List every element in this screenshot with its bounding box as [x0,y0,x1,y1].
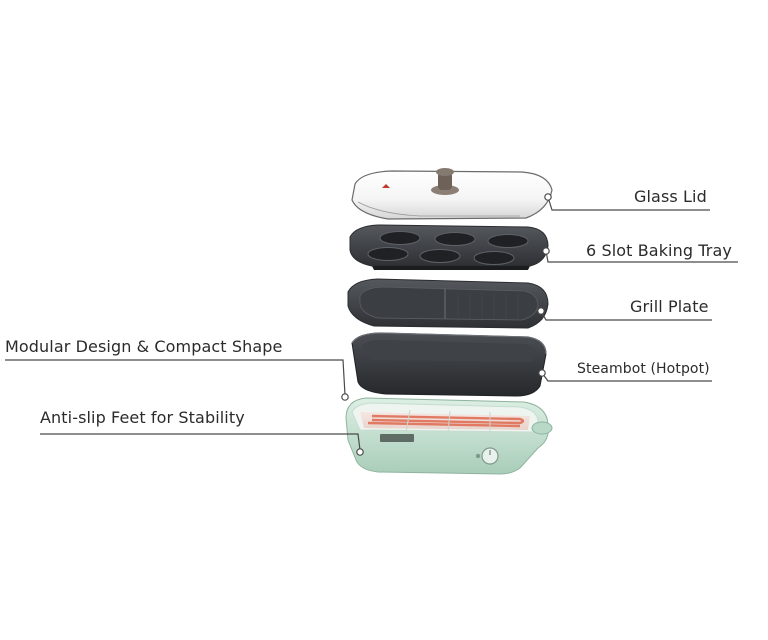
baking-tray [349,224,549,270]
glass-lid [351,168,553,220]
callout-glass-lid: Glass Lid [634,187,707,206]
brand-plate [380,434,414,442]
callout-modular-design: Modular Design & Compact Shape [5,337,283,356]
base-unit [345,397,553,475]
callout-grill-plate: Grill Plate [630,297,709,316]
lid-handle [438,172,452,190]
brand-mark-icon [382,184,390,188]
grill-plate [347,278,549,329]
callout-dots [341,193,552,456]
callout-anti-slip-feet: Anti-slip Feet for Stability [40,408,245,427]
callout-baking-tray: 6 Slot Baking Tray [586,241,732,260]
heating-element [367,414,525,428]
steambot-pot [351,332,547,397]
indicator-light [475,453,481,459]
control-knob[interactable] [481,447,499,465]
callout-steambot: Steambot (Hotpot) [577,361,710,377]
